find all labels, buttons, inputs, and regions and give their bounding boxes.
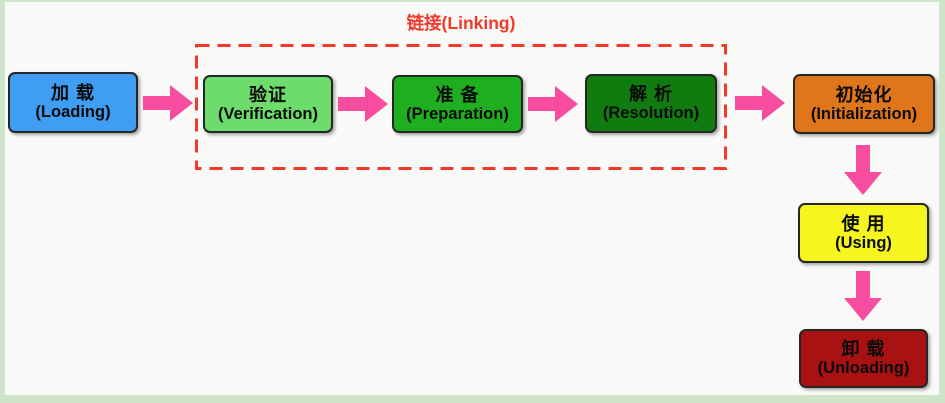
linking-group-outline-icon <box>195 44 727 170</box>
linking-group-outline-rect <box>195 44 727 170</box>
stage-initialization-label-en: (Initialization) <box>810 104 918 123</box>
stage-unloading-label-en: (Unloading) <box>817 359 910 378</box>
diagram-background <box>5 2 939 395</box>
stage-using-label-zh: 使 用 <box>841 213 886 234</box>
flow-arrow-right-icon <box>338 86 388 122</box>
stage-unloading: 卸 载 (Unloading) <box>799 329 928 388</box>
stage-preparation: 准 备 (Preparation) <box>392 75 523 133</box>
stage-loading-label-zh: 加 载 <box>50 83 95 104</box>
stage-verification-label-zh: 验证 <box>249 84 287 105</box>
stage-preparation-label-zh: 准 备 <box>435 84 480 105</box>
stage-unloading-label-zh: 卸 载 <box>841 339 886 360</box>
stage-using: 使 用 (Using) <box>798 203 929 263</box>
stage-resolution-label-zh: 解 析 <box>628 84 673 105</box>
stage-loading-label-en: (Loading) <box>35 103 111 122</box>
stage-loading: 加 载 (Loading) <box>8 72 138 133</box>
linking-group-label: 链接(Linking) <box>406 13 516 33</box>
stage-verification-label-en: (Verification) <box>218 104 318 123</box>
flow-arrow-down-icon <box>844 145 882 195</box>
flow-arrow-right-icon <box>528 86 578 122</box>
stage-preparation-label-en: (Preparation) <box>406 104 509 123</box>
flow-arrow-right-icon <box>735 85 785 121</box>
stage-resolution-label-en: (Resolution) <box>602 104 700 123</box>
flow-arrow-right-icon <box>143 85 193 121</box>
stage-using-label-en: (Using) <box>835 233 892 252</box>
stage-initialization-label-zh: 初始化 <box>835 84 893 105</box>
stage-verification: 验证 (Verification) <box>203 75 333 133</box>
stage-initialization: 初始化 (Initialization) <box>793 74 935 134</box>
flow-arrow-down-icon <box>844 271 882 321</box>
stage-resolution: 解 析 (Resolution) <box>585 74 717 133</box>
